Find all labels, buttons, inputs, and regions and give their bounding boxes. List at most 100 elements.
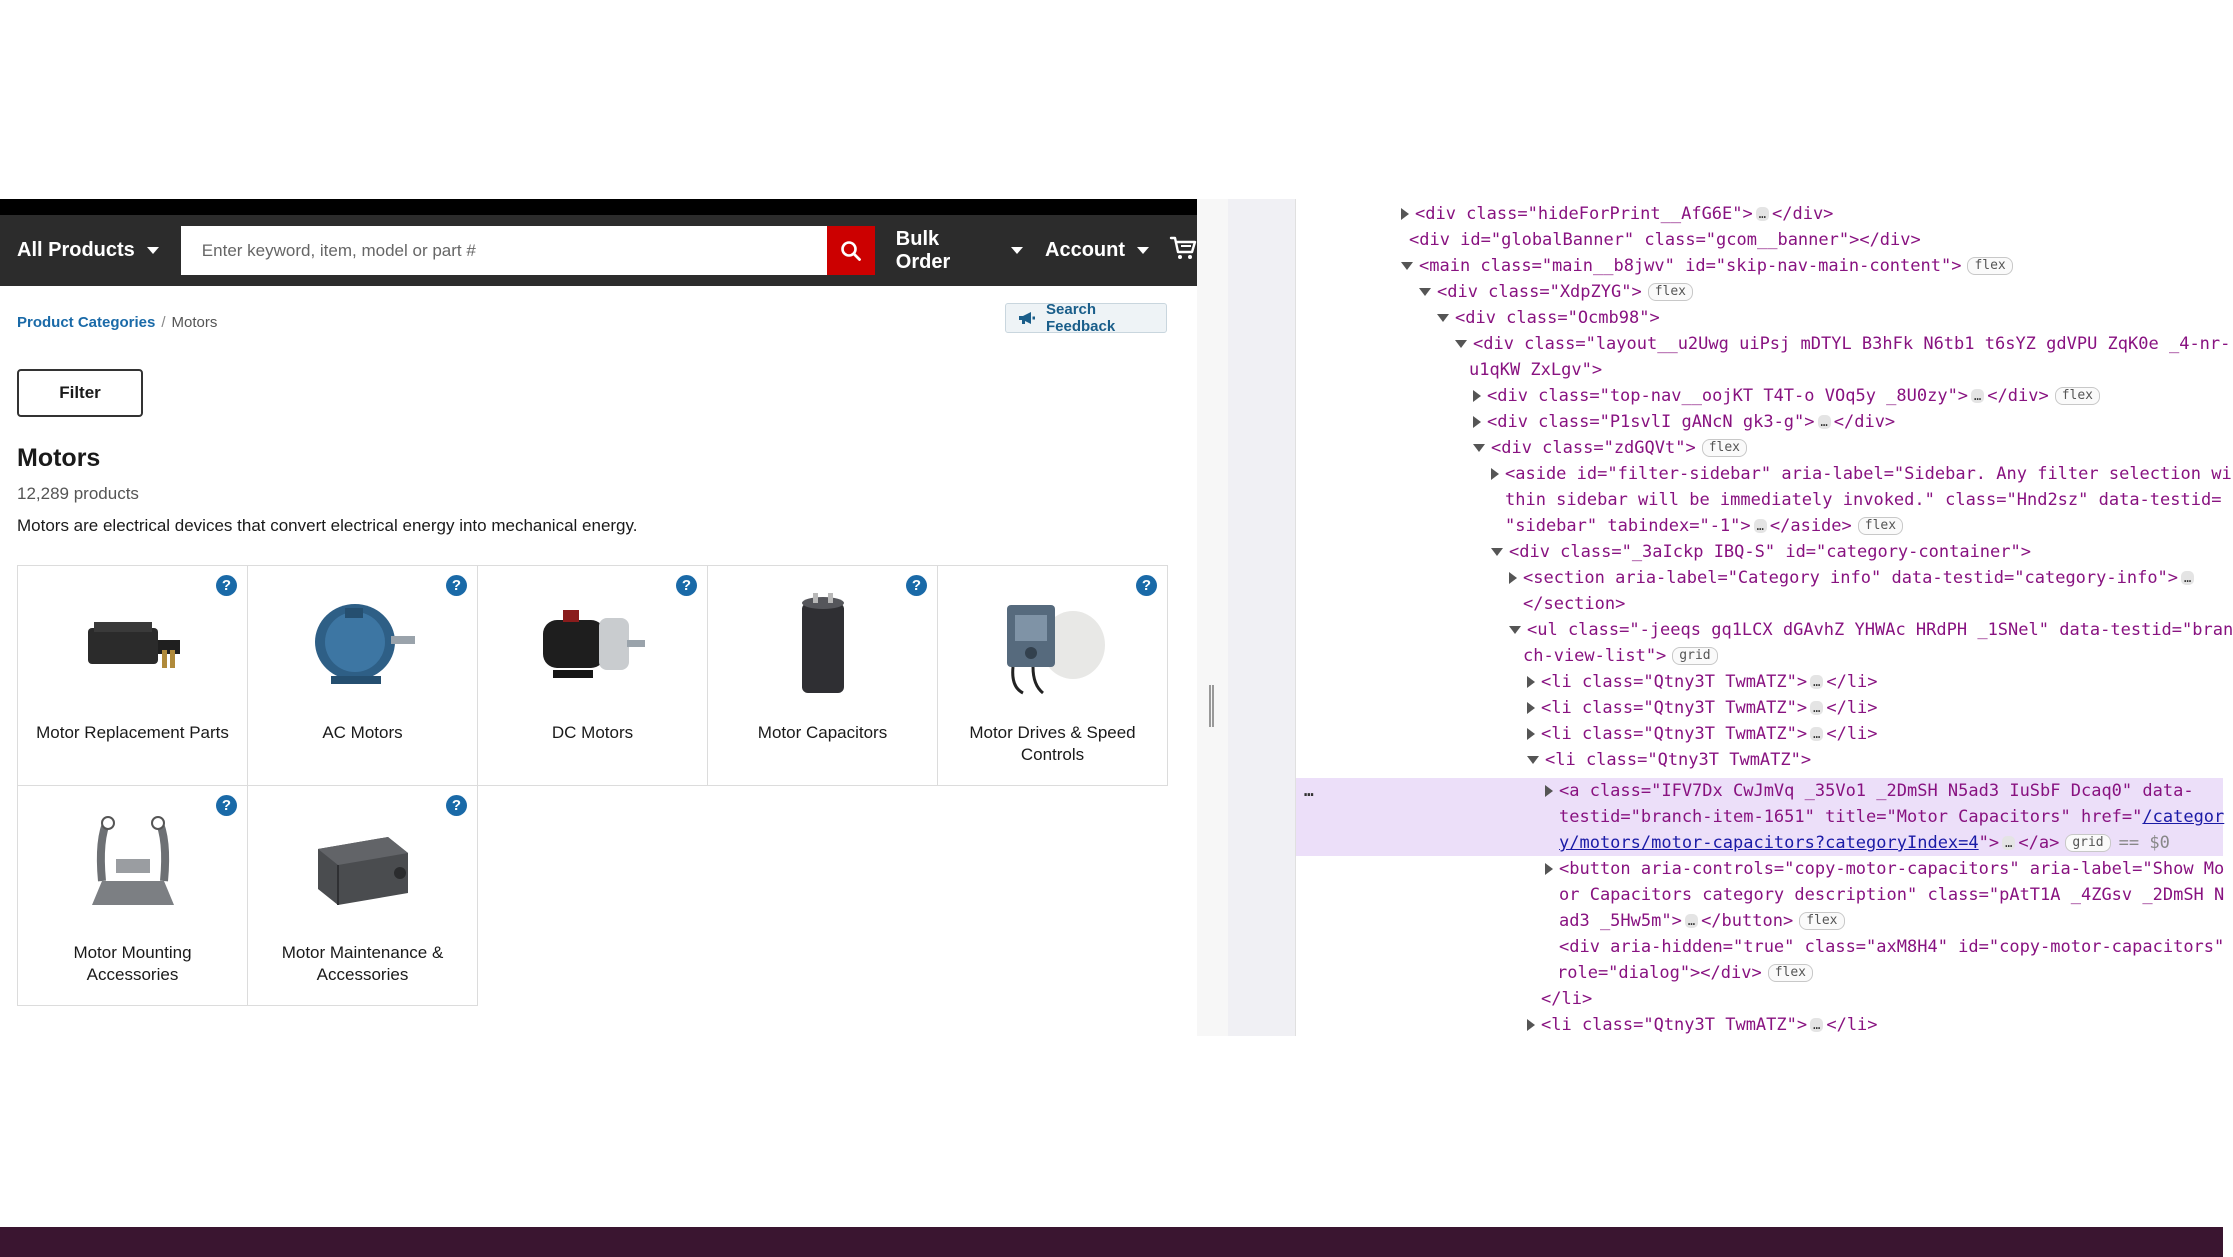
expand-triangle-icon[interactable] [1527, 728, 1535, 740]
dom-node-selected[interactable]: <a class="IFV7Dx CwJmVq _35Vo1 _2DmSH N5… [1545, 778, 2194, 804]
category-tile-motor-maintenance-accessories[interactable]: Motor Maintenance & Accessories ? [247, 785, 478, 1006]
expand-triangle-icon[interactable] [1473, 416, 1481, 428]
category-tile-ac-motors[interactable]: AC Motors ? [247, 565, 478, 786]
layout-badge[interactable]: flex [1967, 257, 2013, 275]
dom-node[interactable]: </li> [1541, 986, 1592, 1012]
help-icon[interactable]: ? [446, 795, 467, 816]
expand-triangle-icon[interactable] [1509, 572, 1517, 584]
dom-node[interactable]: <div class="Ocmb98"> [1437, 305, 1660, 331]
search-bar [180, 226, 875, 275]
collapsed-ellipsis[interactable]: … [1971, 389, 1985, 403]
layout-badge[interactable]: flex [1647, 283, 1694, 301]
help-icon[interactable]: ? [216, 795, 237, 816]
category-tile-motor-drives-speed-controls[interactable]: Motor Drives & Speed Controls ? [937, 565, 1168, 786]
dom-node[interactable]: <div aria-hidden="true" class="axM8H4" i… [1559, 934, 2224, 960]
filter-button[interactable]: Filter [17, 369, 143, 417]
category-tile-motor-mounting-accessories[interactable]: Motor Mounting Accessories ? [17, 785, 248, 1006]
dom-node-text: </div> [1833, 412, 1896, 432]
collapsed-ellipsis[interactable]: … [1753, 519, 1767, 533]
dom-node[interactable]: <div class="layout__u2Uwg uiPsj mDTYL B3… [1455, 331, 2230, 357]
dom-node[interactable]: <button aria-controls="copy-motor-capaci… [1545, 856, 2224, 882]
search-button[interactable] [826, 226, 875, 275]
layout-badge[interactable]: flex [1767, 964, 1814, 982]
collapsed-ellipsis[interactable]: … [1810, 727, 1824, 741]
dom-node-wrap: thin sidebar will be immediately invoked… [1505, 487, 2221, 513]
dom-node[interactable]: <li class="Qtny3T TwmATZ">…</li> [1527, 669, 1878, 695]
expand-triangle-icon[interactable] [1491, 468, 1499, 480]
collapse-triangle-icon[interactable] [1437, 314, 1449, 322]
dom-node[interactable]: <section aria-label="Category info" data… [1509, 565, 2197, 591]
panel-resize-divider[interactable] [1197, 199, 1228, 1036]
collapsed-ellipsis[interactable]: … [1810, 675, 1824, 689]
cart-icon [1169, 236, 1197, 259]
breadcrumb-product-categories[interactable]: Product Categories [17, 314, 156, 331]
collapsed-ellipsis[interactable]: … [1810, 701, 1824, 715]
collapsed-ellipsis[interactable]: … [1817, 415, 1831, 429]
search-input[interactable] [180, 226, 827, 275]
category-grid: Motor Replacement Parts ? AC Motors ? [17, 565, 1168, 1006]
dom-node[interactable]: <div class="hideForPrint__AfG6E">…</div> [1401, 201, 1833, 227]
dom-node[interactable]: <ul class="-jeeqs gq1LCX dGAvhZ YHWAc HR… [1509, 617, 2233, 643]
expand-triangle-icon[interactable] [1545, 785, 1553, 797]
top-strip [0, 199, 1197, 215]
collapse-triangle-icon[interactable] [1419, 288, 1431, 296]
dom-node[interactable]: <div class="top-nav__oojKT T4T-o VOq5y _… [1473, 383, 2101, 409]
expand-triangle-icon[interactable] [1473, 390, 1481, 402]
dom-node[interactable]: <div class="_3aIckp IBQ-S" id="category-… [1491, 539, 2031, 565]
href-link[interactable]: /categor [2142, 807, 2225, 827]
dom-node[interactable]: <li class="Qtny3T TwmATZ"> [1527, 747, 1811, 773]
layout-badge[interactable]: flex [1799, 912, 1845, 930]
collapsed-ellipsis[interactable]: … [2002, 836, 2016, 850]
collapsed-ellipsis[interactable]: … [2181, 571, 2195, 585]
layout-badge[interactable]: flex [1701, 439, 1748, 457]
account-menu[interactable]: Account [1045, 239, 1149, 262]
help-icon[interactable]: ? [216, 575, 237, 596]
help-icon[interactable]: ? [676, 575, 697, 596]
search-feedback-button[interactable]: Search Feedback [1005, 301, 1167, 335]
href-link[interactable]: y/motors/motor-capacitors?categoryIndex=… [1559, 833, 1979, 853]
collapsed-ellipsis[interactable]: … [1755, 207, 1769, 221]
expand-triangle-icon[interactable] [1527, 1019, 1535, 1031]
dom-node[interactable]: <div class="zdGQVt">flex [1473, 435, 1748, 461]
category-tile-motor-replacement-parts[interactable]: Motor Replacement Parts ? [17, 565, 248, 786]
dom-node[interactable]: <div class="P1svlI gANcN gk3-g">…</div> [1473, 409, 1895, 435]
layout-badge[interactable]: flex [2054, 387, 2101, 405]
expand-triangle-icon[interactable] [1545, 863, 1553, 875]
help-icon[interactable]: ? [906, 575, 927, 596]
dom-node-wrap: "sidebar" tabindex="-1">…</aside>flex [1505, 513, 1904, 539]
help-icon[interactable]: ? [446, 575, 467, 596]
collapse-triangle-icon[interactable] [1527, 756, 1539, 764]
collapse-triangle-icon[interactable] [1401, 262, 1413, 270]
collapse-triangle-icon[interactable] [1491, 548, 1503, 556]
cart-button[interactable] [1169, 235, 1197, 266]
collapse-triangle-icon[interactable] [1509, 626, 1521, 634]
collapsed-ellipsis[interactable]: … [1684, 914, 1699, 928]
expand-triangle-icon[interactable] [1527, 702, 1535, 714]
dom-node[interactable]: <main class="main__b8jwv" id="skip-nav-m… [1401, 253, 2013, 279]
dom-node-text: </aside> [1769, 516, 1852, 536]
category-tile-motor-capacitors[interactable]: Motor Capacitors ? [707, 565, 938, 786]
bulk-order-menu[interactable]: Bulk Order [896, 228, 1023, 274]
layout-badge[interactable]: grid [1672, 647, 1718, 665]
collapse-triangle-icon[interactable] [1455, 340, 1467, 348]
resize-grip-icon[interactable] [1209, 685, 1214, 727]
all-products-menu[interactable]: All Products [17, 239, 181, 262]
layout-badge[interactable]: flex [1857, 517, 1904, 535]
dom-node[interactable]: <div id="globalBanner" class="gcom__bann… [1409, 227, 1921, 253]
dom-node[interactable]: <li class="Qtny3T TwmATZ">…</li> [1527, 1012, 1878, 1038]
node-actions-button[interactable]: … [1304, 781, 1314, 800]
breadcrumb-current: Motors [171, 314, 218, 331]
dom-node[interactable]: <li class="Qtny3T TwmATZ">…</li> [1527, 695, 1878, 721]
layout-badge[interactable]: grid [2065, 834, 2111, 852]
dom-node[interactable]: <div class="XdpZYG">flex [1419, 279, 1694, 305]
motor-maintenance-image [303, 804, 423, 924]
category-tile-dc-motors[interactable]: DC Motors ? [477, 565, 708, 786]
collapse-triangle-icon[interactable] [1473, 444, 1485, 452]
expand-triangle-icon[interactable] [1401, 208, 1409, 220]
dom-node-text: ad3 _5Hw5m"> [1559, 911, 1682, 931]
collapsed-ellipsis[interactable]: … [1810, 1018, 1824, 1032]
dom-node[interactable]: <li class="Qtny3T TwmATZ">…</li> [1527, 721, 1878, 747]
dom-node[interactable]: <aside id="filter-sidebar" aria-label="S… [1491, 461, 2232, 487]
expand-triangle-icon[interactable] [1527, 676, 1535, 688]
help-icon[interactable]: ? [1136, 575, 1157, 596]
